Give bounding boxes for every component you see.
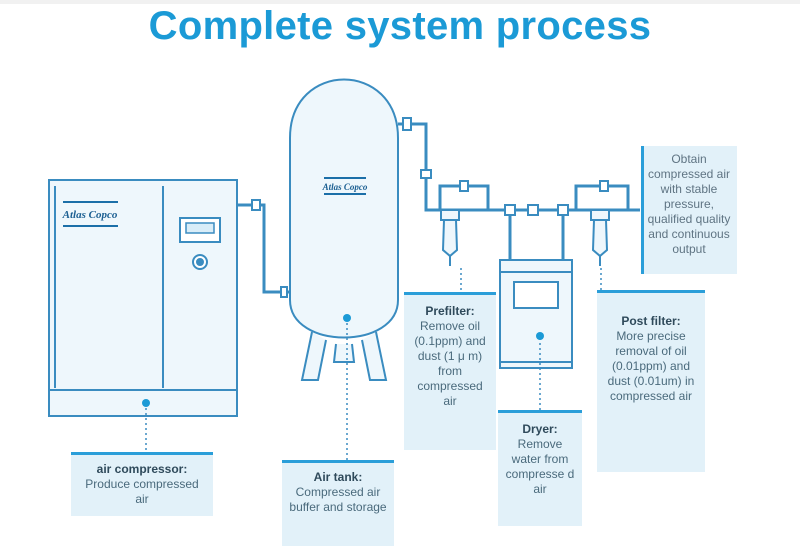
leader-dots (142, 314, 544, 407)
page-title: Complete system process (148, 4, 652, 48)
postfilter-title: Post filter: (621, 314, 681, 328)
obtain-text: Obtain compressed air with stable pressu… (647, 152, 731, 256)
prefilter-unit (440, 209, 460, 266)
dryer-unit (499, 259, 573, 369)
air-tank (289, 78, 399, 381)
dryer-desc: Remove water from compresse d air (505, 437, 575, 496)
compressor-logo: Atlas Copco (62, 209, 118, 221)
callout-accent-bar (498, 410, 582, 413)
prefilter-desc: Remove oil (0.1ppm) and dust (1 μ m) fro… (414, 319, 486, 408)
postfilter-unit (590, 209, 610, 266)
obtain-accent-bar (641, 146, 644, 274)
callout-accent-bar (71, 452, 213, 455)
callout-air-compressor: air compressor: Produce compressed air (71, 452, 213, 516)
tank-logo: Atlas Copco (322, 182, 368, 192)
callout-dryer: Dryer: Remove water from compresse d air (498, 410, 582, 526)
leader-lines (145, 268, 602, 460)
pipe-fittings (251, 117, 609, 298)
top-strip (0, 0, 800, 4)
callout-air-tank: Air tank: Compressed air buffer and stor… (282, 460, 394, 546)
prefilter-title: Prefilter: (425, 304, 475, 318)
callout-accent-bar (597, 290, 705, 293)
tank-desc: Compressed air buffer and storage (289, 485, 387, 514)
postfilter-desc: More precise removal of oil (0.01ppm) an… (607, 329, 695, 403)
callout-accent-bar (282, 460, 394, 463)
callout-accent-bar (404, 292, 496, 295)
callout-post-filter: Post filter: More precise removal of oil… (597, 290, 705, 472)
obtain-output-note: Obtain compressed air with stable pressu… (641, 146, 737, 274)
air-compressor (48, 179, 238, 417)
tank-title: Air tank: (313, 470, 363, 484)
dryer-title: Dryer: (522, 422, 558, 436)
compressor-title: air compressor: (96, 462, 188, 476)
callout-prefilter: Prefilter: Remove oil (0.1ppm) and dust … (404, 292, 496, 450)
compressor-desc: Produce compressed air (85, 477, 199, 506)
